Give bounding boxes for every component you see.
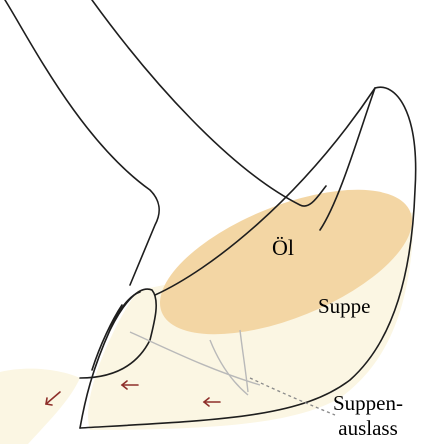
soup-spill: [0, 369, 80, 444]
label-soup-outlet-line1: Suppen-: [333, 391, 403, 416]
handle-right-outline: [92, 0, 326, 206]
handle-left-outline: [5, 0, 159, 285]
label-soup-outlet: Suppen- auslass: [333, 391, 403, 441]
label-oil: Öl: [272, 237, 294, 259]
label-soup: Suppe: [318, 296, 371, 317]
label-soup-outlet-line2: auslass: [333, 416, 403, 441]
